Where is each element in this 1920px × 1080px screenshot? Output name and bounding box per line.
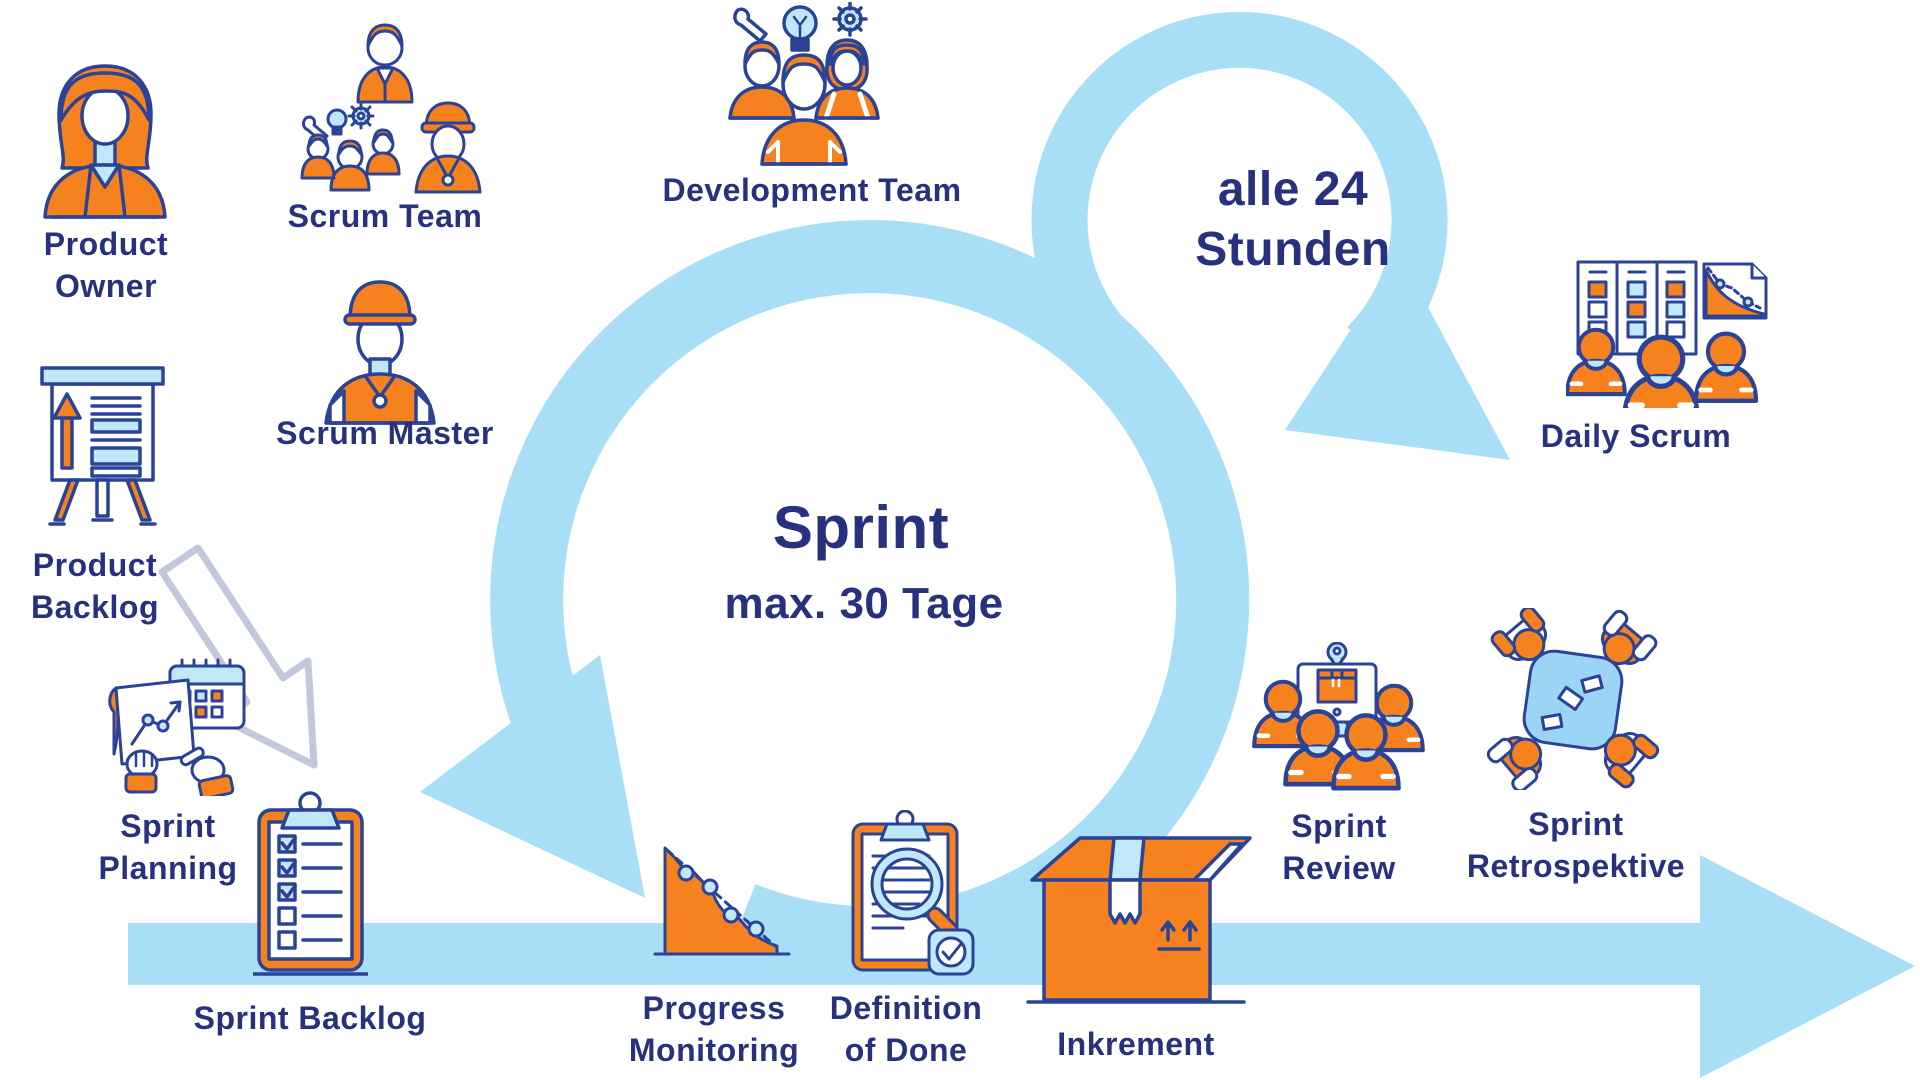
sprint-review-label: Sprint Review: [1282, 808, 1396, 886]
scrum-team-icon: [300, 23, 482, 194]
product-backlog-icon: [40, 366, 165, 526]
sprint-retrospektive-label: Sprint Retrospektive: [1466, 806, 1686, 884]
daily-scrum-label: Daily Scrum: [1540, 418, 1732, 454]
scrum-master-icon: [324, 280, 436, 425]
daily-scrum-loop-arrowhead: [1285, 255, 1510, 460]
scrum-team-label: Scrum Team: [287, 198, 483, 234]
inkrement-icon: [1026, 836, 1252, 1004]
product-owner-icon: [43, 64, 167, 219]
sprint-planning-label: Sprint Planning: [98, 808, 238, 886]
progress-monitoring-icon: [653, 846, 791, 956]
sprint-duration: max. 30 Tage: [724, 579, 1004, 628]
development-team-icon: [728, 2, 880, 166]
daily-loop-interval-label: alle 24 Stunden: [1195, 163, 1391, 277]
inkrement-label: Inkrement: [1057, 1026, 1215, 1062]
sprint-planning-icon: [108, 658, 246, 796]
sprint-title: Sprint: [772, 494, 950, 561]
sprint-backlog-label: Sprint Backlog: [193, 1000, 427, 1036]
sprint-review-icon: [1248, 642, 1426, 800]
definition-of-done-label: Definition of Done: [829, 990, 983, 1068]
product-owner-label: Product Owner: [43, 226, 169, 304]
scrum-master-label: Scrum Master: [276, 415, 494, 451]
sprint-backlog-icon: [253, 791, 368, 976]
development-team-label: Development Team: [662, 172, 962, 208]
sprint-cycle-arrow: [490, 220, 1250, 980]
timeline-arrowhead: [1700, 855, 1915, 1078]
daily-scrum-icon: [1566, 260, 1768, 408]
product-backlog-label: Product Backlog: [31, 547, 159, 625]
sprint-retrospektive-icon: [1486, 608, 1660, 790]
daily-scrum-loop-arrow: [1031, 11, 1448, 367]
progress-monitoring-label: Progress Monitoring: [628, 990, 800, 1068]
definition-of-done-icon: [851, 810, 975, 976]
sprint-cycle-arrowhead: [420, 655, 645, 898]
backlog-transfer-arrow: [158, 544, 318, 769]
